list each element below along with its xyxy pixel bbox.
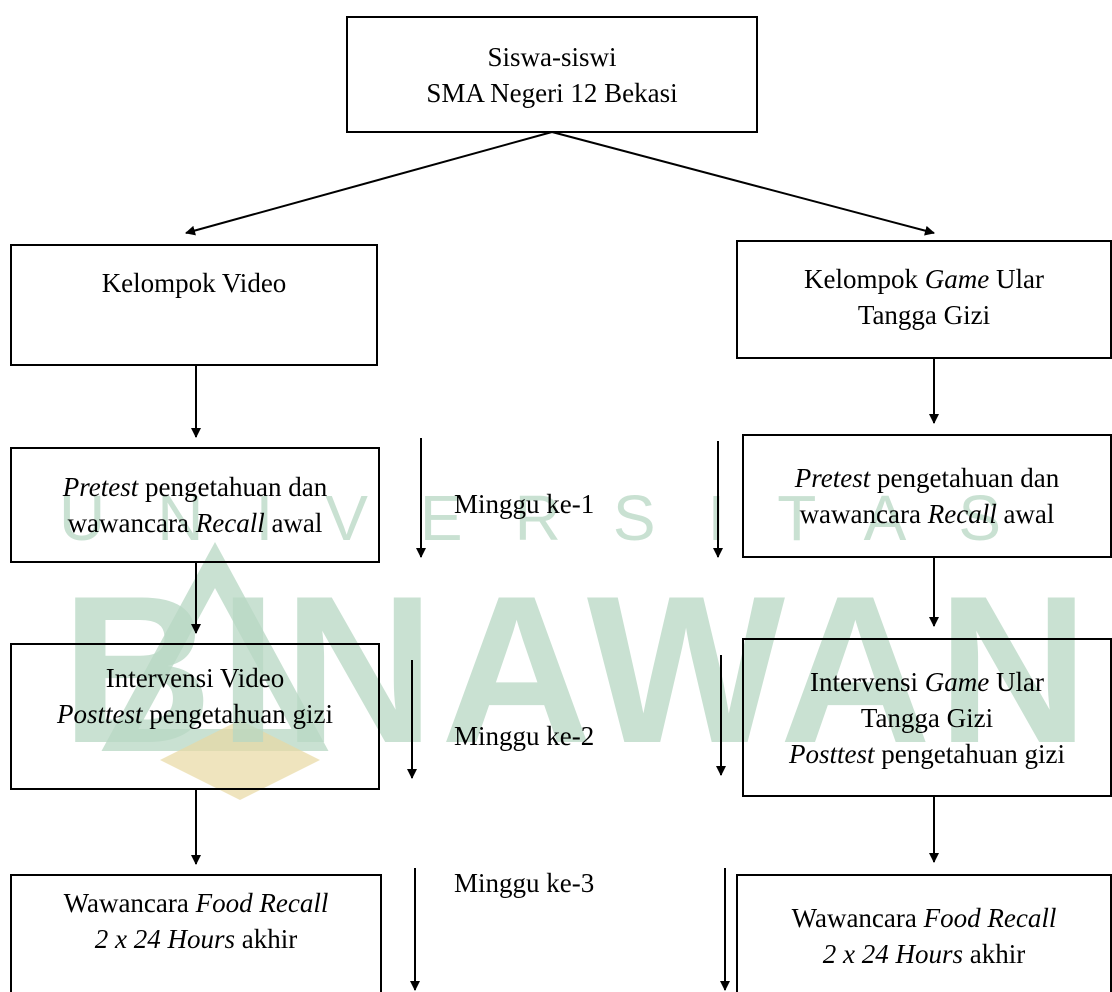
arrow-root-to-right xyxy=(551,131,935,236)
game-intervention-line-1: Intervensi Game Ular xyxy=(810,666,1044,697)
week-3-label: Minggu ke-3 xyxy=(454,868,595,898)
video-intervention-line-2: Posttest pengetahuan gizi xyxy=(57,699,333,729)
week-2-label: Minggu ke-2 xyxy=(454,721,595,751)
video-pretest-node: Pretest pengetahuan dan wawancara Recall… xyxy=(10,447,380,563)
game-pretest-line-1: Pretest pengetahuan dan xyxy=(794,463,1060,493)
game-recall-line-1: Wawancara Food Recall xyxy=(791,903,1057,933)
video-intervention-node: Intervensi Video Posttest pengetahuan gi… xyxy=(10,643,380,790)
game-recall-line-2: 2 x 24 Hours akhir xyxy=(822,939,1026,969)
game-group-node: Kelompok Game Ular Tangga Gizi xyxy=(736,240,1112,359)
video-recall-line-2: 2 x 24 Hours akhir xyxy=(94,924,298,954)
video-pretest-line-2: wawancara Recall awal xyxy=(67,508,323,538)
game-pretest-line-2: wawancara Recall awal xyxy=(799,499,1055,529)
root-line-1: Siswa-siswi xyxy=(487,41,617,72)
game-recall-node: Wawancara Food Recall 2 x 24 Hours akhir xyxy=(736,874,1112,992)
game-intervention-line-2: Tangga Gizi xyxy=(860,702,994,733)
game-intervention-node: Intervensi Game Ular Tangga Gizi Posttes… xyxy=(742,638,1112,797)
root-line-2: SMA Negeri 12 Bekasi xyxy=(426,77,678,108)
video-group-node: Kelompok Video xyxy=(10,244,378,366)
root-node: Siswa-siswi SMA Negeri 12 Bekasi xyxy=(346,16,758,133)
video-recall-line-1: Wawancara Food Recall xyxy=(63,888,329,918)
arrow-root-to-left xyxy=(185,131,553,236)
game-intervention-line-3: Posttest pengetahuan gizi xyxy=(789,738,1065,769)
game-group-line-2: Tangga Gizi xyxy=(857,300,991,330)
video-group-line-1: Kelompok Video xyxy=(101,268,287,298)
video-pretest-line-1: Pretest pengetahuan dan xyxy=(62,472,328,502)
video-intervention-line-1: Intervensi Video xyxy=(105,663,285,693)
video-recall-node: Wawancara Food Recall 2 x 24 Hours akhir xyxy=(10,874,382,992)
week-1-label: Minggu ke-1 xyxy=(454,489,595,519)
game-pretest-node: Pretest pengetahuan dan wawancara Recall… xyxy=(742,434,1112,558)
game-group-line-1: Kelompok Game Ular xyxy=(804,264,1044,294)
